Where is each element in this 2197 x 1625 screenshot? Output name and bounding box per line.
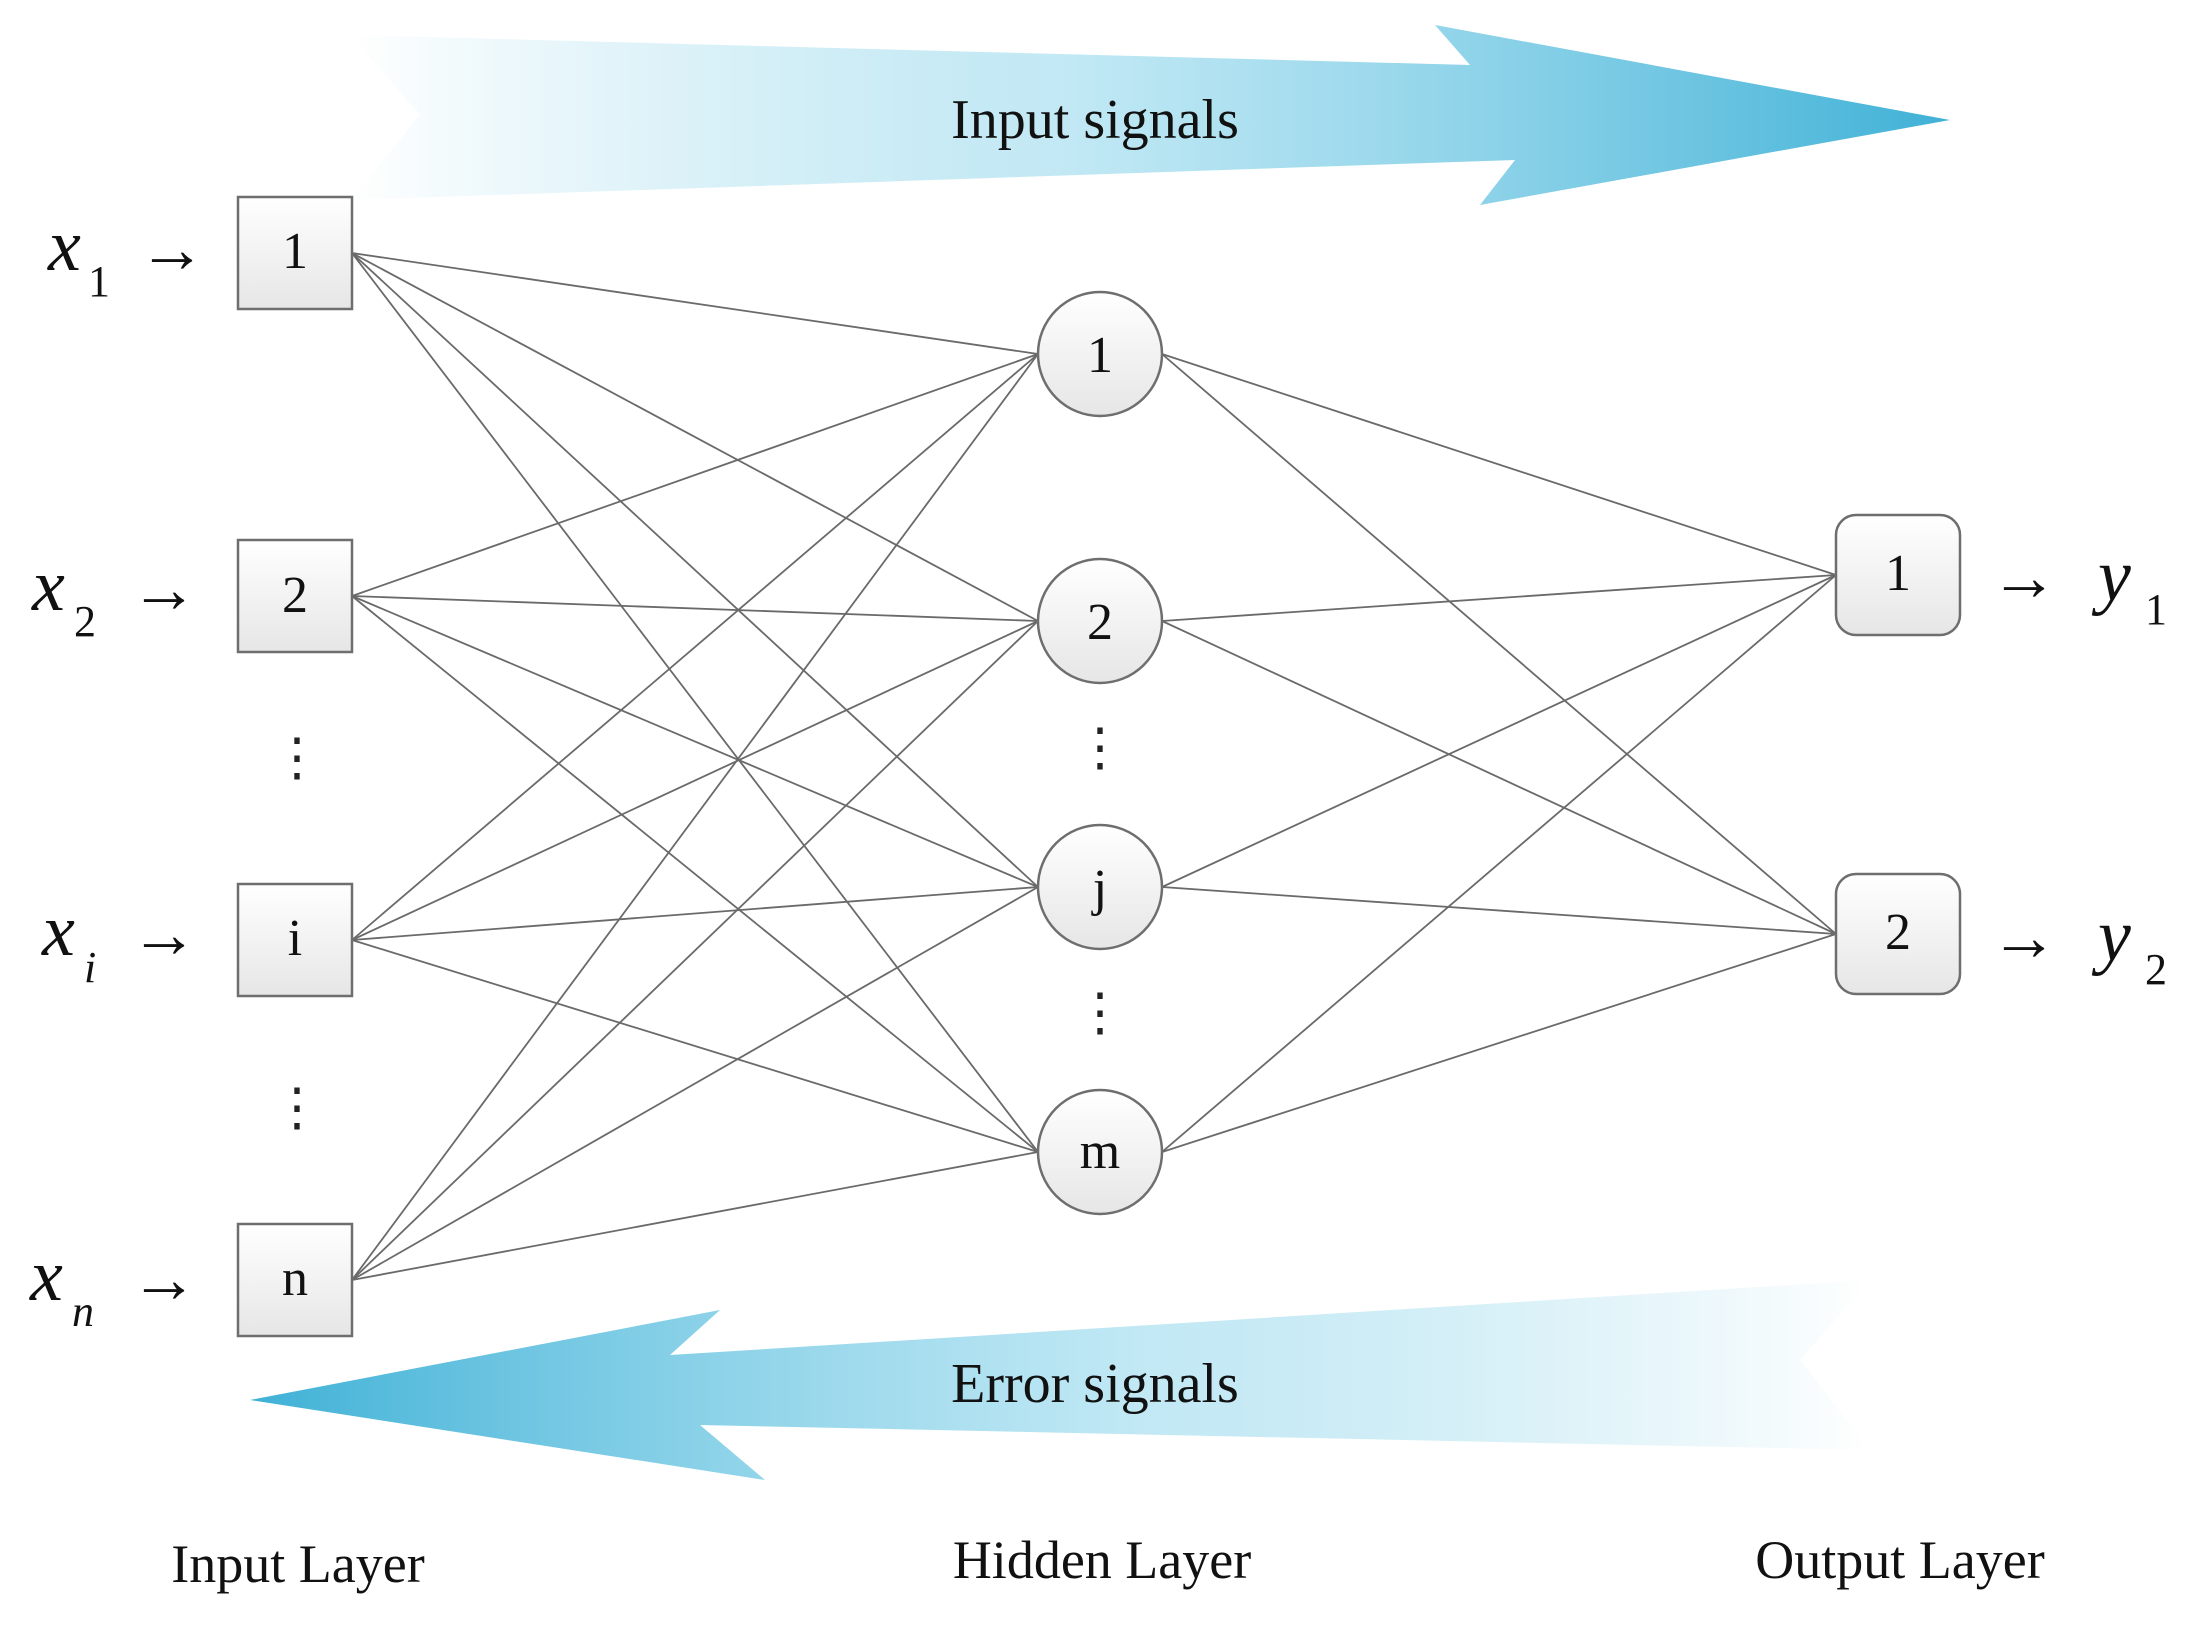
input-node-box (236, 1222, 354, 1338)
error-signals-banner: Error signals (250, 1280, 1870, 1480)
edge-hidden-0-output-1 (1161, 353, 1837, 935)
hidden-layer: 1 2 ⋮ j ⋮ m (1036, 290, 1164, 1216)
input-node-label: 2 (282, 567, 308, 624)
input-node-label: 1 (282, 223, 308, 280)
edge-input-0-hidden-3 (351, 252, 1039, 1153)
hidden-node-m: m (1036, 1088, 1164, 1216)
output-node-label: 2 (1885, 904, 1911, 961)
input-sub-n: n (72, 1287, 94, 1336)
error-signals-label: Error signals (951, 1353, 1239, 1415)
input-ellipsis-2: ⋮ (271, 1080, 323, 1137)
output-node-box (1834, 872, 1962, 996)
output-node-2: 2 → y 2 (1834, 872, 2167, 996)
edge-input-1-hidden-2 (351, 595, 1039, 888)
input-signals-label: Input signals (951, 89, 1239, 151)
hidden-node-j: j (1036, 823, 1164, 951)
input-ellipsis-1: ⋮ (271, 730, 323, 787)
right-arrow-icon: → (130, 1241, 198, 1317)
output-sub-2: 2 (2145, 945, 2167, 994)
edge-hidden-2-output-0 (1161, 574, 1837, 888)
edge-input-3-hidden-1 (351, 620, 1039, 1281)
input-var-i: x (41, 890, 75, 972)
input-node-label: i (288, 910, 302, 967)
edge-input-0-hidden-2 (351, 252, 1039, 888)
output-node-label: 1 (1885, 545, 1911, 602)
hidden-ellipsis-2: ⋮ (1074, 985, 1126, 1042)
input-node-i: x i → i (41, 882, 354, 998)
hidden-node-label: 2 (1087, 594, 1113, 651)
edge-input-3-hidden-3 (351, 1151, 1039, 1281)
input-node-box (236, 195, 354, 311)
input-node-n: x n → n (29, 1222, 354, 1338)
error-signals-arrow (250, 1280, 1870, 1480)
input-node-2: x 2 → 2 (31, 538, 354, 654)
input-node-box (236, 882, 354, 998)
connections (351, 252, 1837, 1281)
hidden-node-label: m (1080, 1123, 1120, 1180)
input-sub-i: i (84, 943, 96, 992)
edge-input-0-hidden-1 (351, 252, 1039, 622)
input-node-1: x 1 → 1 (47, 195, 354, 311)
input-var-2: x (31, 545, 65, 627)
hidden-layer-label: Hidden Layer (953, 1530, 1251, 1590)
right-arrow-icon: → (1990, 539, 2058, 615)
hidden-node-1: 1 (1036, 290, 1164, 418)
edge-input-2-hidden-2 (351, 886, 1039, 941)
hidden-node-label: 1 (1087, 327, 1113, 384)
output-node-box (1834, 513, 1962, 637)
edge-hidden-3-output-0 (1161, 574, 1837, 1153)
edge-input-2-hidden-3 (351, 939, 1039, 1153)
edge-hidden-3-output-1 (1161, 933, 1837, 1153)
hidden-node-2: 2 (1036, 557, 1164, 685)
input-var-1: x (47, 205, 81, 287)
input-node-label: n (282, 1250, 308, 1307)
input-sub-2: 2 (74, 597, 96, 646)
input-node-box (236, 538, 354, 654)
right-arrow-icon: → (138, 211, 206, 287)
input-sub-1: 1 (88, 257, 110, 306)
output-var-2: y (2091, 895, 2131, 977)
edge-input-1-hidden-3 (351, 595, 1039, 1153)
edge-input-0-hidden-0 (351, 252, 1039, 355)
output-node-1: 1 → y 1 (1834, 513, 2167, 637)
hidden-node-circle (1036, 290, 1164, 418)
edge-hidden-1-output-0 (1161, 574, 1837, 622)
edge-input-2-hidden-1 (351, 620, 1039, 941)
output-layer: 1 → y 1 2 → y 2 (1834, 513, 2167, 996)
input-signals-banner: Input signals (350, 25, 1950, 205)
hidden-node-circle (1036, 823, 1164, 951)
input-layer: x 1 → 1 x 2 → 2 ⋮ x i → i ⋮ x n → n (29, 195, 354, 1338)
hidden-node-circle (1036, 1088, 1164, 1216)
hidden-node-label: j (1091, 860, 1107, 917)
output-sub-1: 1 (2145, 585, 2167, 634)
input-var-n: x (29, 1235, 63, 1317)
input-signals-arrow (350, 25, 1950, 205)
edge-hidden-1-output-1 (1161, 620, 1837, 935)
hidden-node-circle (1036, 557, 1164, 685)
output-layer-label: Output Layer (1755, 1530, 2044, 1590)
right-arrow-icon: → (1990, 899, 2058, 975)
edge-input-2-hidden-0 (351, 353, 1039, 941)
output-var-1: y (2091, 535, 2131, 617)
edge-hidden-2-output-1 (1161, 886, 1837, 935)
right-arrow-icon: → (130, 551, 198, 627)
input-layer-label: Input Layer (171, 1534, 424, 1594)
right-arrow-icon: → (130, 896, 198, 972)
edge-input-3-hidden-2 (351, 886, 1039, 1281)
edge-input-1-hidden-0 (351, 353, 1039, 597)
hidden-ellipsis-1: ⋮ (1074, 720, 1126, 777)
edge-input-3-hidden-0 (351, 353, 1039, 1281)
edge-hidden-0-output-0 (1161, 353, 1837, 576)
edge-input-1-hidden-1 (351, 595, 1039, 622)
